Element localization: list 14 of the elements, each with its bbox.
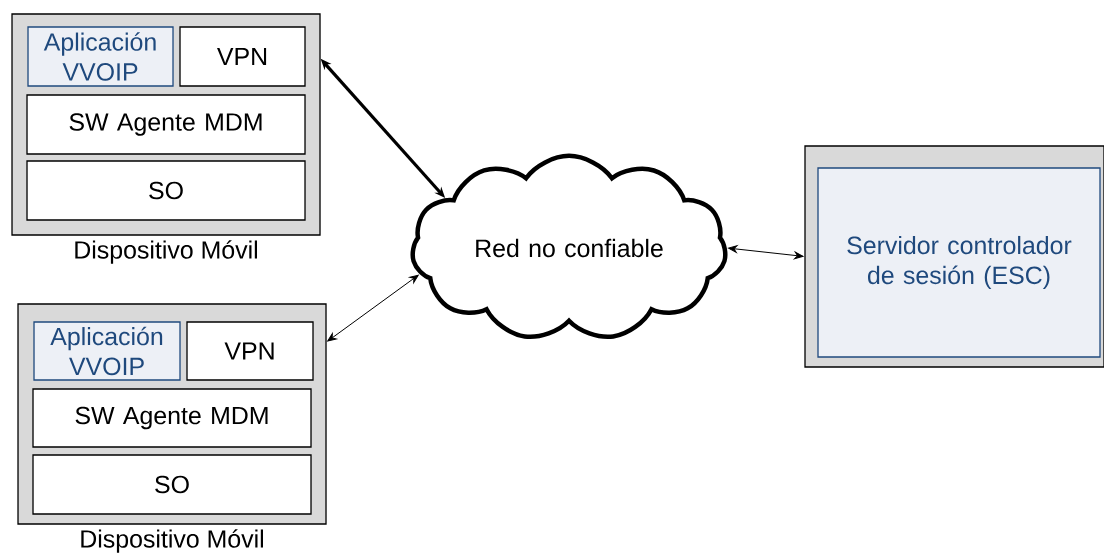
arrow — [728, 245, 804, 260]
layer-box: SO — [32, 454, 312, 515]
app-box: Aplicación VVOIP — [27, 26, 174, 87]
layer-box: SW Agente MDM — [26, 94, 306, 155]
arrow — [327, 274, 419, 342]
app-box: Servidor controlador de sesión (ESC) — [817, 167, 1101, 358]
layer-box: SW Agente MDM — [32, 388, 312, 448]
app-box: Aplicación VVOIP — [33, 321, 181, 381]
layer-box: SO — [26, 160, 306, 221]
layer-box: VPN — [179, 26, 306, 87]
layer-box: VPN — [186, 321, 314, 381]
network-cloud: Red no confiable — [410, 153, 728, 339]
device-label: Dispositivo Móvil — [75, 240, 258, 264]
device-label: Dispositivo Móvil — [81, 529, 264, 553]
